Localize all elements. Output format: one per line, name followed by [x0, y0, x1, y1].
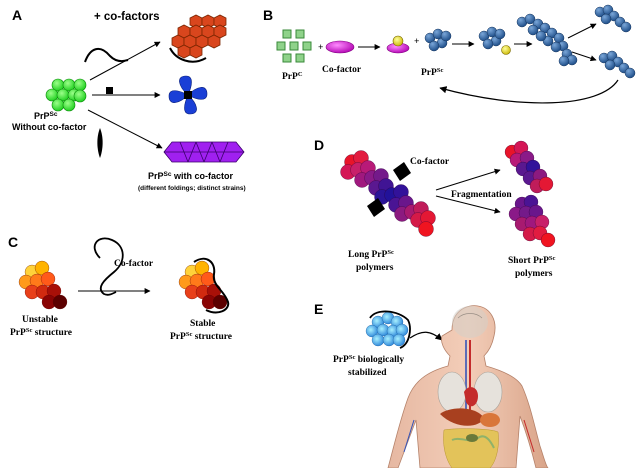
prpsc-fragment-2	[598, 50, 636, 79]
plus-sign-1: +	[318, 43, 323, 53]
heart	[464, 387, 478, 407]
panel-c-letter: C	[8, 234, 18, 250]
arrow-b5	[571, 51, 597, 62]
bound-ligand	[392, 35, 404, 47]
panel-b: B PrPC + Co-factor + PrPSc	[263, 4, 636, 104]
panel-c: C Unstable PrPSc structure Co-factor Sta…	[8, 234, 232, 342]
human-anatomy-figure	[387, 305, 549, 468]
unstable-label-1: Unstable	[22, 315, 58, 325]
strains-label: (different foldings; distinct strains)	[138, 185, 246, 192]
cofactor-strand	[93, 237, 124, 296]
bio-label-1: PrPSc biologically	[333, 354, 404, 365]
incorporated-ligand	[501, 45, 511, 55]
hexagon-cluster	[171, 14, 227, 59]
pinwheel-cluster	[168, 75, 208, 115]
arrow-d1	[435, 168, 501, 191]
with-cofactor-label: PrPSc with co-factor	[148, 171, 233, 181]
prism-cluster	[163, 141, 245, 163]
unstable-structure	[18, 260, 68, 310]
prpsc-label-b: PrPSc	[421, 67, 443, 78]
stabilizing-cofactor	[369, 310, 411, 349]
panel-b-letter: B	[263, 7, 273, 23]
hexagon-cofactor	[169, 47, 207, 63]
panel-d: D Co-factor Fragmentation	[314, 137, 556, 279]
prpc-label: PrPC	[282, 71, 303, 82]
stable-label-1: Stable	[190, 319, 215, 329]
cofactor-curve	[84, 47, 129, 63]
long-polymer-label-2: polymers	[356, 263, 394, 273]
cofactor-square	[106, 87, 113, 94]
without-cofactor-label: Without co-factor	[12, 122, 87, 132]
arm-vein-left	[403, 419, 415, 453]
fragmentation-label: Fragmentation	[451, 190, 512, 200]
long-polymer-label-1: Long PrPSc	[348, 249, 394, 260]
prpsc-seed	[424, 28, 452, 52]
pinwheel-core	[184, 91, 192, 99]
short-polymer-label-2: polymers	[515, 269, 553, 279]
stabilized-prpsc	[365, 311, 409, 347]
short-polymer-2	[508, 194, 556, 248]
cofactor-blob	[325, 40, 355, 54]
liver	[440, 408, 484, 426]
cofactor-label-b: Co-factor	[322, 65, 362, 75]
prpsc-fragment-1	[594, 4, 632, 33]
cofactor-label-c: Co-factor	[114, 259, 154, 269]
arrow-a3	[87, 109, 163, 149]
stable-cofactor-wrap	[193, 257, 230, 314]
prpc-squares	[276, 29, 312, 63]
panel-d-letter: D	[314, 137, 324, 153]
prpsc-monomer-cluster	[45, 78, 87, 112]
unstable-label-2: PrPSc structure	[10, 327, 72, 338]
cofactors-heading: + co-factors	[94, 11, 160, 23]
prpsc-long-fibril	[516, 13, 578, 67]
brain-fold	[457, 313, 483, 319]
panel-a-letter: A	[12, 7, 22, 23]
panel-a: A + co-factors PrPSc Without co-factor	[12, 7, 246, 192]
stable-label-2: PrPSc structure	[170, 331, 232, 342]
cofactor-label-d: Co-factor	[410, 157, 450, 167]
long-polymer	[340, 150, 436, 237]
arrow-b4	[567, 23, 597, 39]
bio-label-2: stabilized	[348, 368, 387, 378]
plus-sign-2: +	[414, 37, 419, 47]
stomach	[480, 413, 500, 427]
arrow-e	[409, 331, 443, 341]
short-polymer-label-1: Short PrPSc	[508, 255, 556, 266]
left-lung	[437, 371, 467, 413]
cofactor-spindle	[97, 128, 103, 158]
recycle-arrow	[439, 79, 619, 104]
cofactor-block-2	[367, 198, 385, 217]
stable-structure	[178, 260, 228, 310]
right-lung	[473, 371, 503, 413]
cofactor-block-1	[393, 162, 411, 181]
panel-e-letter: E	[314, 301, 323, 317]
prpsc-growing	[478, 26, 506, 50]
short-polymer-1	[504, 140, 554, 194]
arrow-d2	[435, 195, 501, 214]
brain	[452, 306, 488, 338]
gallbladder	[466, 434, 478, 442]
arm-artery-right	[523, 419, 535, 453]
panel-e: E PrPSc biologically stabilized	[314, 301, 549, 468]
body-outline	[387, 305, 549, 468]
prpsc-label: PrPSc	[34, 111, 58, 121]
